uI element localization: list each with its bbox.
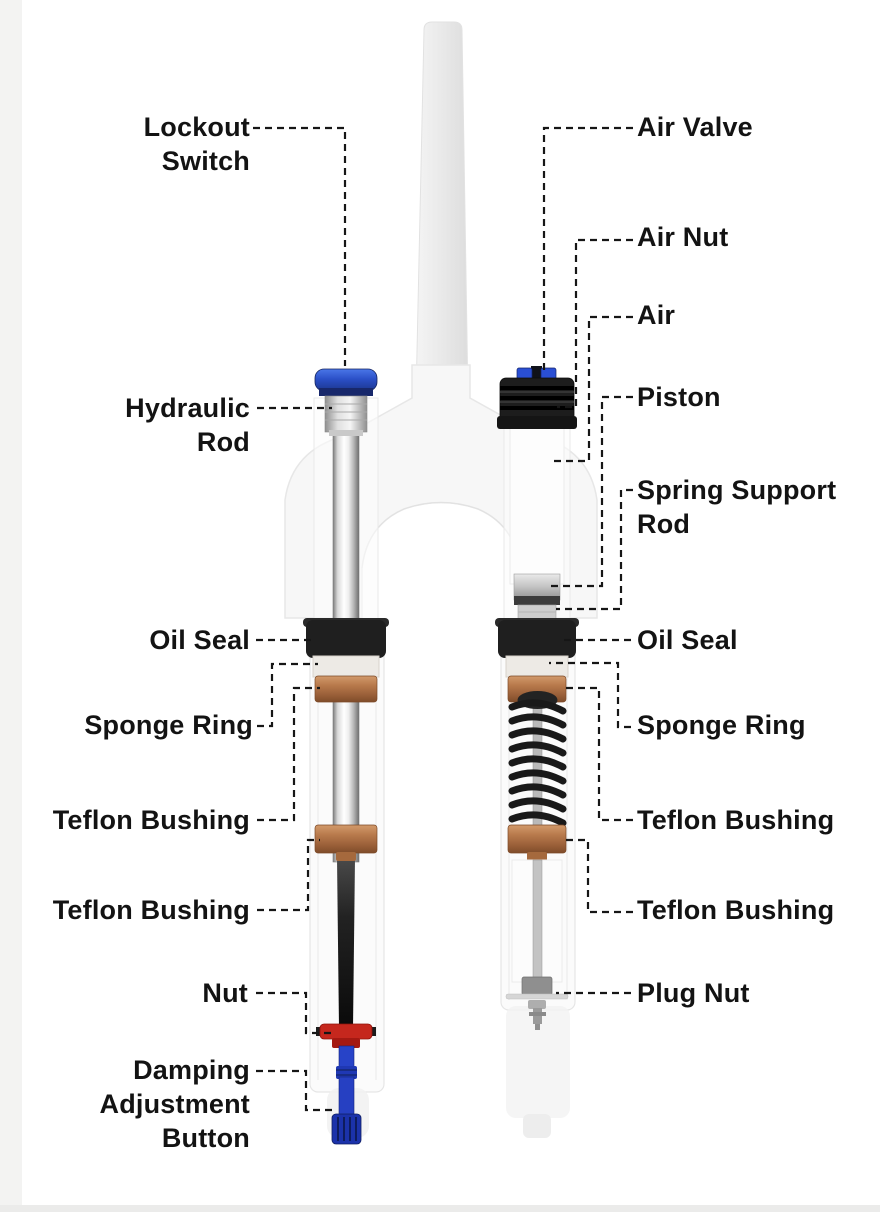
hydraulic-rod-collar (324, 395, 368, 436)
sponge-ring-right (505, 655, 569, 678)
label-teflon-bushing-left-lower: Teflon Bushing (52, 895, 250, 925)
lockout-switch-cap (314, 368, 378, 396)
leader-sponge-ring-left (257, 662, 318, 728)
leader-air (549, 315, 633, 463)
leader-sponge-ring-right (549, 661, 631, 729)
label-lockout-switch: Lockout Switch (143, 112, 250, 176)
page-edge-bottom (0, 1205, 880, 1212)
label-sponge-ring-left: Sponge Ring (84, 710, 253, 740)
leader-spring-support-rod (556, 488, 633, 611)
nut-red (316, 1023, 376, 1048)
oil-seal-right (495, 618, 579, 658)
label-damping-adjustment-button: Damping Adjustment Button (99, 1055, 250, 1153)
air-nut-cap (497, 366, 577, 429)
spring-support-rod-collar (517, 604, 557, 621)
label-plug-nut: Plug Nut (637, 978, 750, 1008)
page-edge-left (0, 0, 22, 1212)
teflon-bushing-left-lower (314, 824, 378, 861)
air-chamber (509, 427, 565, 585)
label-teflon-bushing-left-upper: Teflon Bushing (52, 805, 250, 835)
damping-adjustment-button (331, 1045, 362, 1145)
leader-piston (548, 395, 633, 588)
piston (513, 573, 561, 605)
leader-teflon-bushing-right-upper (561, 686, 633, 822)
label-sponge-ring-right: Sponge Ring (637, 710, 806, 740)
label-hydraulic-rod: Hydraulic Rod (125, 393, 250, 457)
leader-damping-adjustment-button (256, 1069, 334, 1112)
plug-nut (505, 976, 569, 1030)
leader-lockout-switch (253, 126, 347, 366)
coil-spring (508, 691, 567, 833)
label-spring-support-rod: Spring Support Rod (637, 475, 837, 539)
lower-damper-tube (511, 859, 563, 983)
teflon-bushing-left-upper (314, 675, 378, 703)
label-oil-seal-left: Oil Seal (149, 625, 250, 655)
leader-air-nut (557, 238, 633, 409)
label-nut: Nut (202, 978, 248, 1008)
label-piston: Piston (637, 382, 721, 412)
label-oil-seal-right: Oil Seal (637, 625, 738, 655)
leader-teflon-bushing-left-upper (257, 686, 320, 822)
label-teflon-bushing-right-lower: Teflon Bushing (637, 895, 835, 925)
label-teflon-bushing-right-upper: Teflon Bushing (637, 805, 835, 835)
leader-teflon-bushing-left-lower (257, 838, 320, 912)
label-air-nut: Air Nut (637, 222, 729, 252)
steerer-tube (415, 21, 469, 399)
leader-nut (256, 991, 334, 1035)
label-air: Air (637, 300, 676, 330)
oil-seal-left (303, 618, 389, 658)
label-air-valve: Air Valve (637, 112, 753, 142)
leader-air-valve (542, 126, 633, 372)
sponge-ring-left (312, 655, 380, 678)
leader-lines (253, 126, 633, 1112)
teflon-bushing-right-lower (507, 824, 567, 861)
